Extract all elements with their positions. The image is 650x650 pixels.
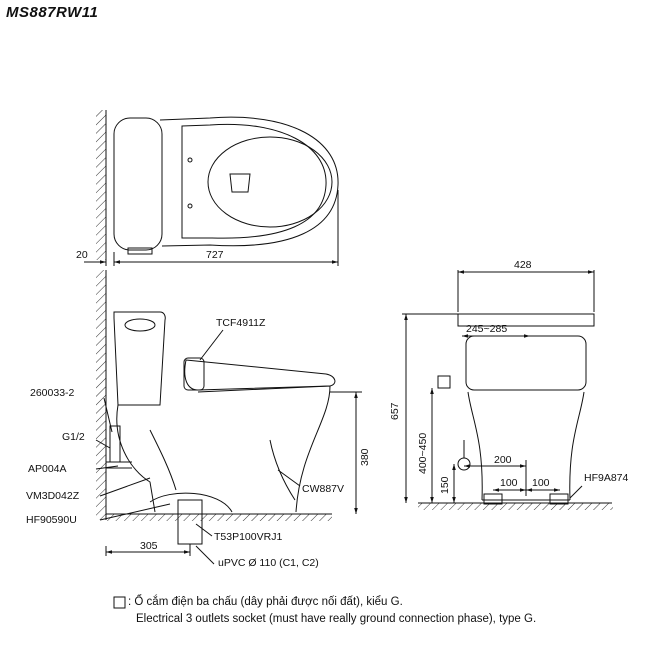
dim-top-length: 727 [206,249,224,261]
label-drain: VM3D042Z [26,490,80,502]
floor-hatch-front [418,503,613,510]
bowl-front-view [467,391,585,501]
dim-top-wall-gap: 20 [76,249,88,261]
dim-outlet-height: 400~450 [417,433,429,474]
label-flange: HF90590U [26,514,77,526]
supply-valve-front [457,457,471,471]
label-seat: TCF4911Z [216,317,266,329]
label-bowl: CW887V [302,483,344,495]
model-title: MS887RW11 [6,4,99,21]
label-pipe: uPVC Ø 110 (C1, C2) [218,557,319,569]
legend-separator: : [128,596,132,608]
control-unit-front [465,335,587,391]
drain-pipe [177,499,203,545]
legend-line-2: Electrical 3 outlets socket (must have r… [136,613,537,625]
legend: : Ổ cắm điện ba chấu (dây phải được nối … [112,594,536,628]
dim-rough-in: 305 [140,540,158,552]
legend-text-vi: Ổ cắm điện ba chấu (dây phải được nối đấ… [134,596,403,608]
wall-hatch-top [96,110,106,260]
floor-hatch-side [106,514,332,521]
label-hose: 260033-2 [30,387,75,399]
seat-control-box [183,357,205,391]
dim-front-width: 428 [514,259,532,271]
dim-front-left: 100 [500,477,518,489]
wall-hatch-side [96,270,106,520]
dim-supply-height: 150 [439,476,451,494]
label-trap: T53P100VRJ1 [214,531,282,543]
tank-top-view [113,117,163,251]
seat-side-view [184,359,336,391]
label-valve: AP004A [28,463,67,475]
front-view [402,270,613,510]
top-view [84,110,339,266]
label-bolt: HF9A874 [584,472,629,484]
dim-seat-height: 380 [359,448,371,466]
tank-side-view [113,311,166,406]
dim-outlet-range: 245~285 [466,323,507,335]
outlet-symbol-front [437,375,451,389]
lid-front [457,313,595,327]
bowl-side-view [116,385,331,513]
side-view [95,270,362,565]
outlet-symbol-legend [113,596,126,609]
nozzle-icon [229,173,251,193]
label-thread: G1/2 [62,431,85,443]
dim-total-height: 657 [389,402,401,420]
seat-top-view [159,116,339,247]
dim-supply-offset: 200 [494,454,512,466]
legend-line-1: : Ổ cắm điện ba chấu (dây phải được nối … [112,594,536,611]
dim-front-right: 100 [532,477,550,489]
